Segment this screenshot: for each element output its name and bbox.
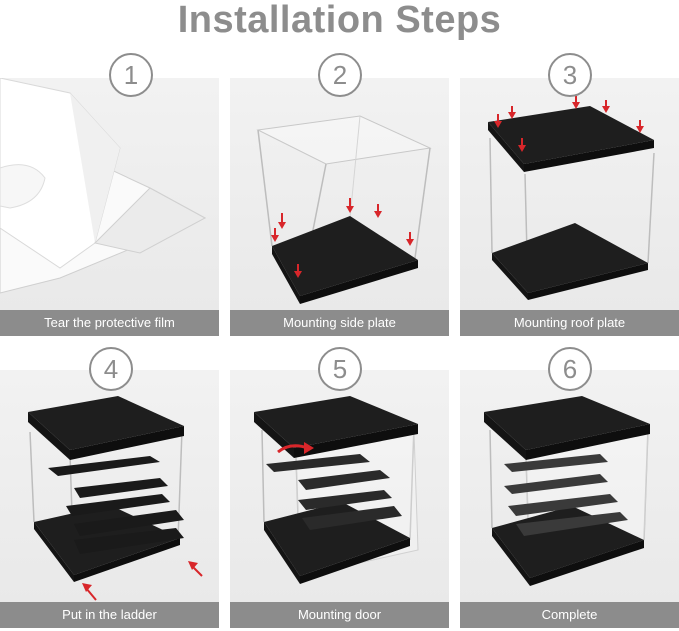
step-number-badge: 6 xyxy=(548,347,592,391)
step-1-panel: Tear the protective film xyxy=(0,78,219,336)
step-number-badge: 3 xyxy=(548,53,592,97)
step-6-panel: Complete xyxy=(460,370,679,628)
step-4-panel: Put in the ladder xyxy=(0,370,219,628)
step-caption: Mounting door xyxy=(230,602,449,628)
step-number-badge: 2 xyxy=(318,53,362,97)
step-caption: Complete xyxy=(460,602,679,628)
step-5-panel: Mounting door xyxy=(230,370,449,628)
step-number-badge: 4 xyxy=(89,347,133,391)
step-number-badge: 1 xyxy=(109,53,153,97)
step-caption: Mounting side plate xyxy=(230,310,449,336)
step-number-badge: 5 xyxy=(318,347,362,391)
step-5-illustration xyxy=(254,396,419,584)
step-4-illustration xyxy=(28,396,203,601)
page-title: Installation Steps xyxy=(177,0,502,41)
step-caption: Tear the protective film xyxy=(0,310,219,336)
step-caption: Mounting roof plate xyxy=(460,310,679,336)
step-6-illustration xyxy=(484,396,650,586)
step-caption: Put in the ladder xyxy=(0,602,219,628)
step-3-panel: Mounting roof plate xyxy=(460,78,679,336)
step-2-panel: Mounting side plate xyxy=(230,78,449,336)
step-2-illustration xyxy=(256,115,432,304)
step-3-illustration xyxy=(488,96,655,300)
step-1-illustration xyxy=(0,78,207,294)
